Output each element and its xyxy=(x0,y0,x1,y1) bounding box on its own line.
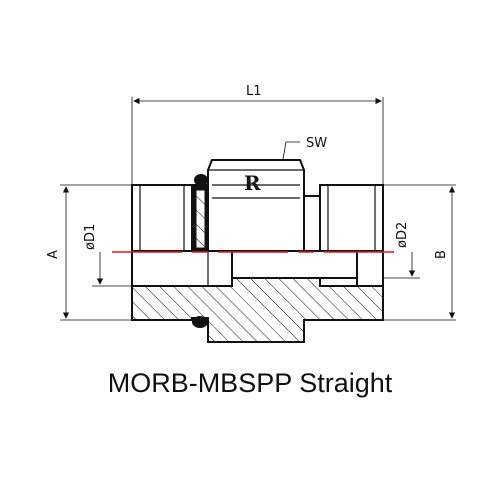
o-ring-lower xyxy=(192,316,208,328)
dimension-d1: øD1 xyxy=(83,224,132,287)
sw-label: SW xyxy=(306,136,327,151)
dimension-b: B xyxy=(383,184,456,321)
b-label: B xyxy=(434,250,449,259)
a-label: A xyxy=(46,250,61,259)
d2-label: øD2 xyxy=(395,222,410,248)
dimension-a: A xyxy=(46,184,132,321)
dimension-d2: øD2 xyxy=(383,222,420,279)
fitting-lower-section xyxy=(131,250,384,343)
o-ring-upper xyxy=(193,174,208,252)
brand-logo: R xyxy=(244,171,261,195)
dimension-l1: L1 xyxy=(131,84,384,185)
l1-label: L1 xyxy=(246,84,262,99)
d1-label: øD1 xyxy=(83,224,98,250)
drawing-title: MORB-MBSPP Straight xyxy=(108,368,393,398)
